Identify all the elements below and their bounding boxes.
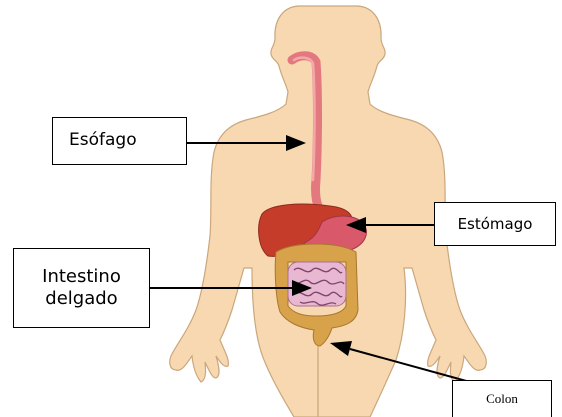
label-estomago: Estómago: [434, 202, 556, 246]
label-esofago-text: Esófago: [69, 130, 137, 151]
label-estomago-text: Estómago: [458, 215, 533, 234]
label-intestino-delgado-text: Intestino delgado: [42, 266, 121, 311]
label-colon: Colon: [452, 380, 552, 417]
label-colon-text: Colon: [486, 391, 518, 407]
label-intestino-delgado: Intestino delgado: [13, 248, 150, 328]
label-esofago: Esófago: [52, 117, 187, 165]
